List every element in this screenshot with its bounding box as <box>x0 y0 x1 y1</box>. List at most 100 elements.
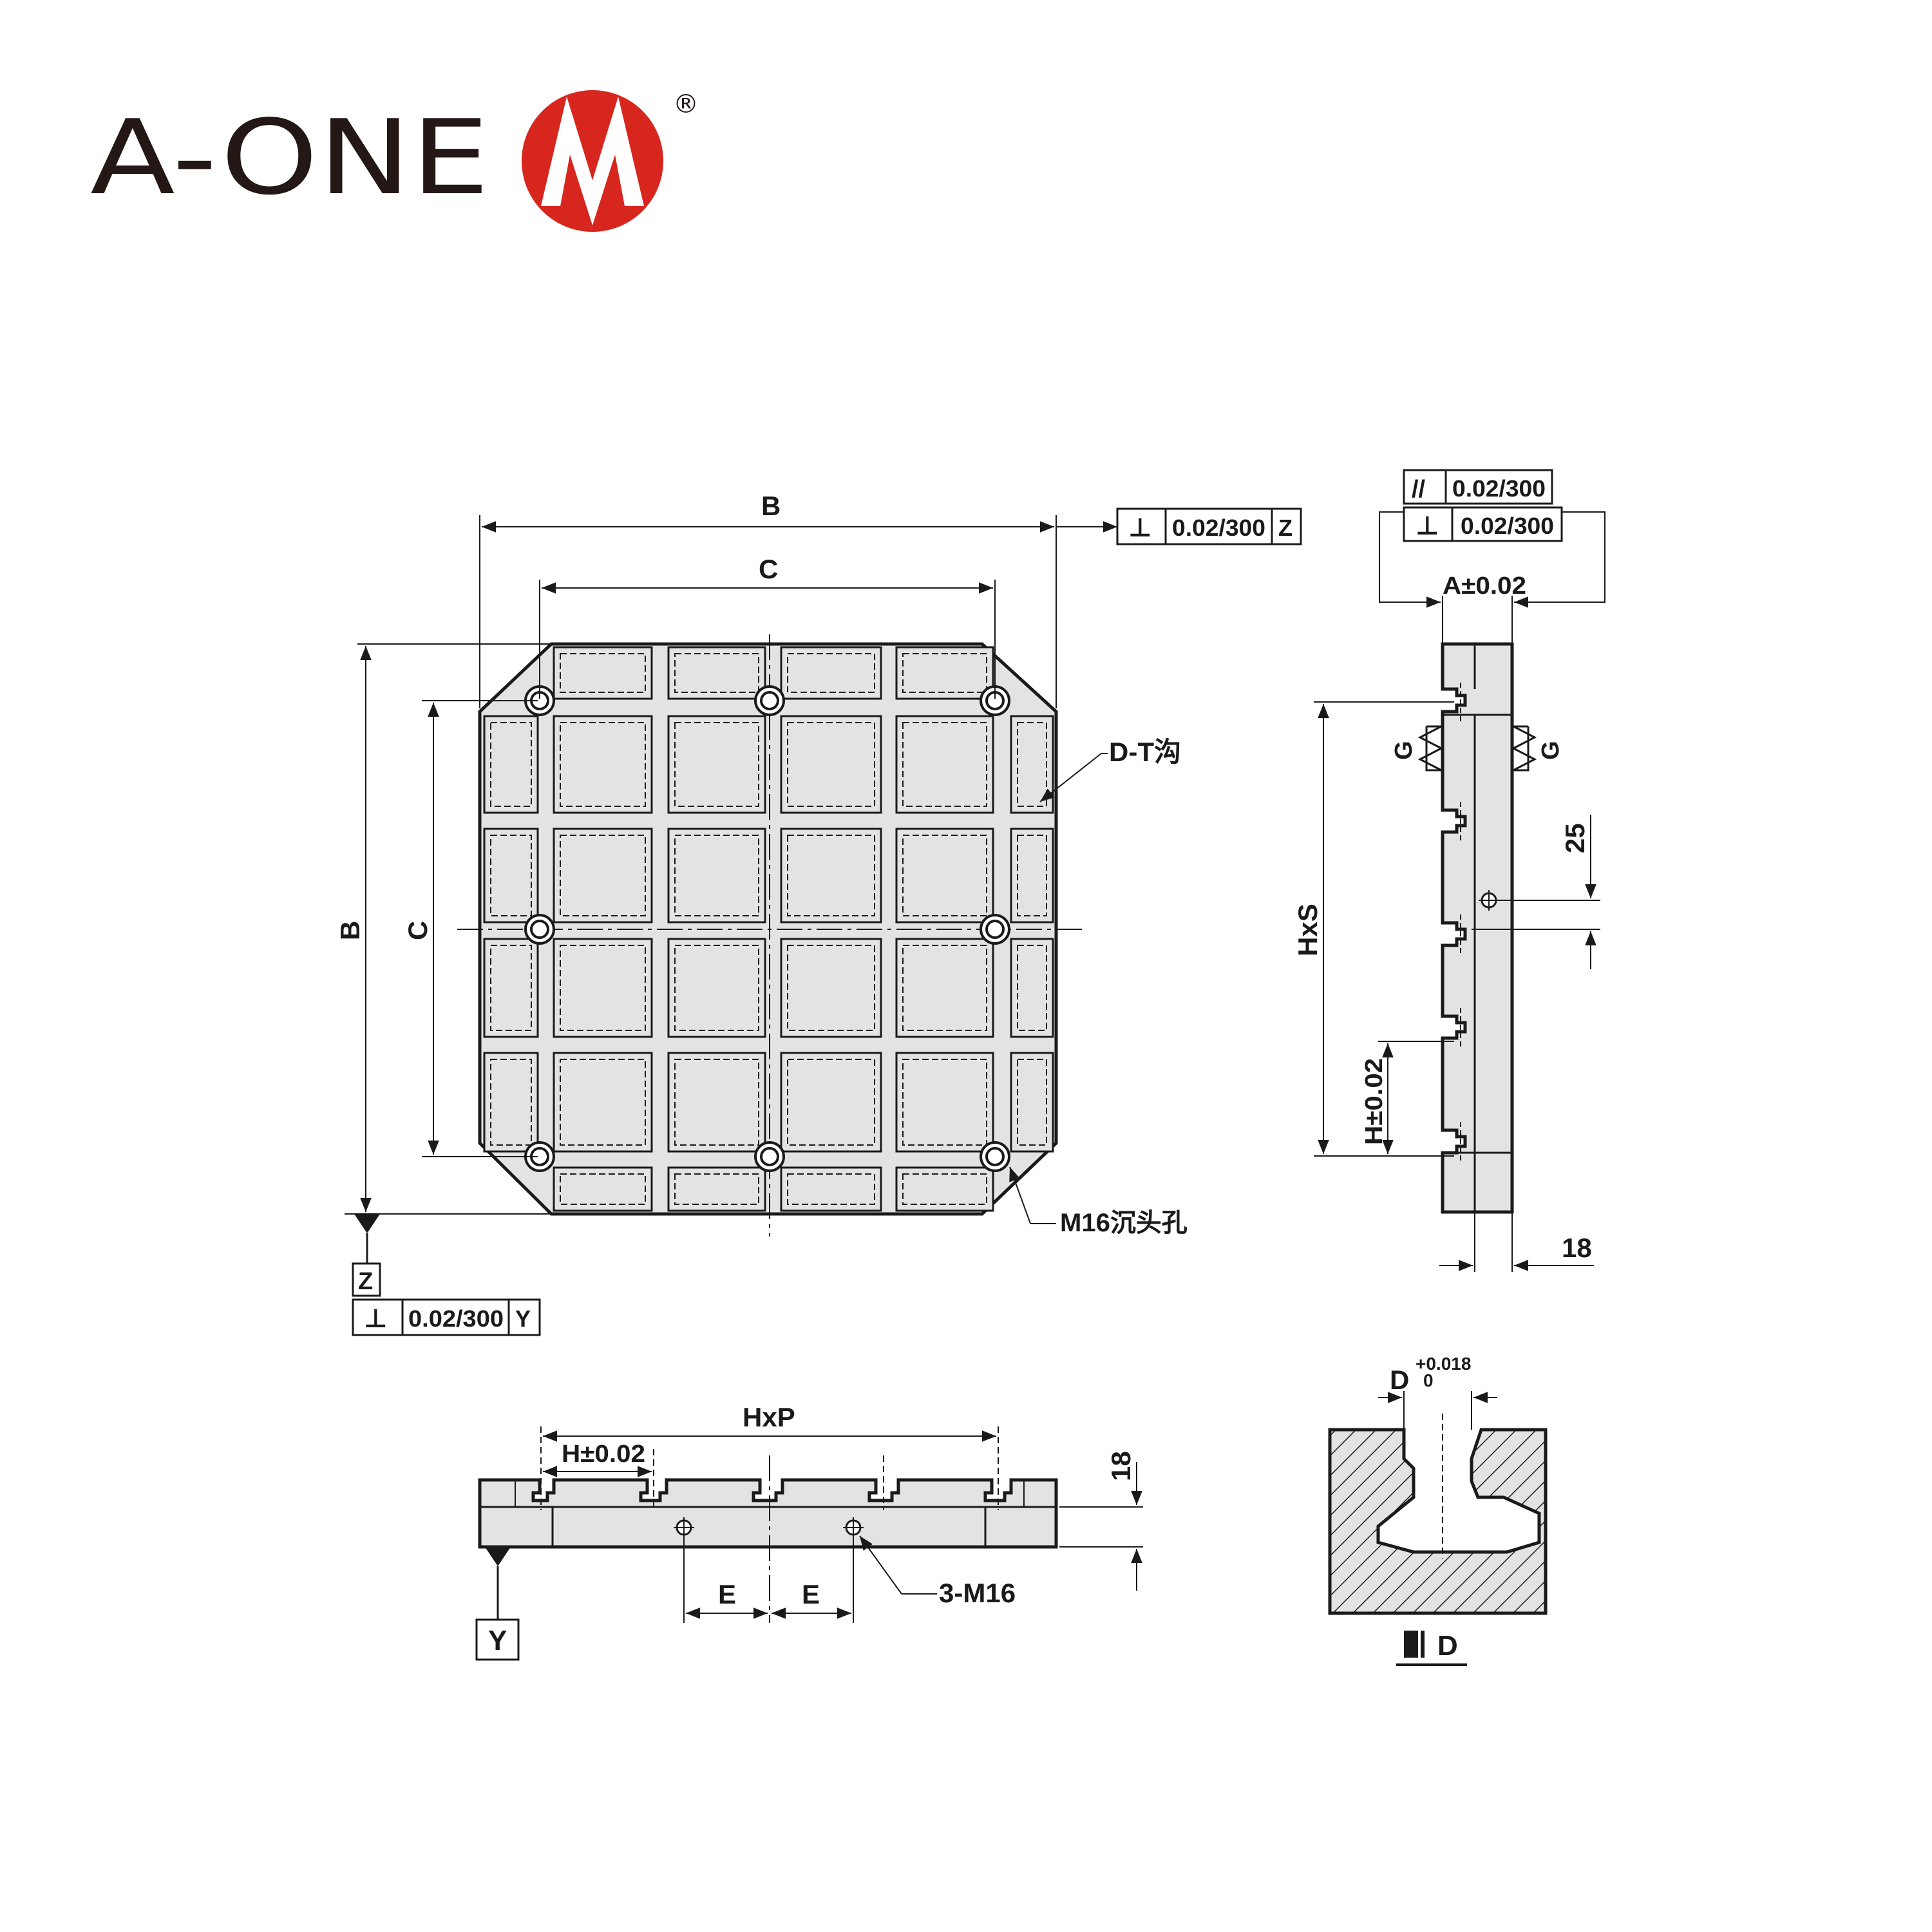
pad <box>667 715 766 814</box>
counterbore-hole-icon <box>985 920 1005 939</box>
tol-top-symbol: ⊥ <box>1128 514 1152 542</box>
pad <box>483 828 539 923</box>
pad-hidden-edge <box>560 722 646 807</box>
counterbore-hole-icon <box>980 1141 1010 1172</box>
pad-hidden-edge <box>674 722 759 807</box>
dim-b-left-label: B <box>335 921 365 940</box>
counterbore-hole-icon <box>980 914 1010 945</box>
pad <box>667 646 766 700</box>
pad <box>895 646 994 700</box>
brand-name: A-ONE <box>90 97 489 218</box>
pad-hidden-edge <box>560 945 646 1031</box>
tolerance-frame-perp: ⊥ 0.02/300 <box>1403 506 1563 542</box>
pad-hidden-edge <box>1017 722 1047 807</box>
pad <box>553 646 653 700</box>
dim-a-label: A±0.02 <box>1443 573 1526 600</box>
pad-hidden-edge <box>490 945 532 1031</box>
pad-hidden-edge <box>787 835 875 916</box>
bottom-body <box>478 1478 1058 1549</box>
counterbore-hole-icon <box>754 1141 785 1172</box>
g-left-label: G <box>1390 741 1417 760</box>
counterbore-hole-icon <box>524 914 555 945</box>
tolerance-frame-parallel: // 0.02/300 <box>1403 469 1553 505</box>
pad <box>667 938 766 1038</box>
tolerance-frame-top: ⊥ 0.02/300 Z <box>1116 507 1302 545</box>
pad-hidden-edge <box>674 945 759 1031</box>
ground-symbol-right-icon <box>1513 725 1537 772</box>
tol-bottom-symbol: ⊥ <box>364 1305 388 1333</box>
pad <box>895 828 994 923</box>
registered-mark: ® <box>673 90 699 119</box>
pad-hidden-edge <box>902 835 987 916</box>
pad-grid <box>483 646 1054 1212</box>
counterbore-hole-icon <box>754 685 785 716</box>
pad <box>667 828 766 923</box>
pad-hidden-edge <box>787 1173 875 1205</box>
tol-parallel-symbol: // <box>1412 476 1426 503</box>
pad-hidden-edge <box>902 1059 987 1146</box>
pad <box>895 938 994 1038</box>
dim-25-label: 25 <box>1560 823 1590 853</box>
bottom-view: HxP H±0.02 18 E E 3-M16 Y <box>475 1402 1143 1661</box>
pad-hidden-edge <box>560 1059 646 1146</box>
pad <box>780 646 882 700</box>
datum-y-label: Y <box>488 1625 507 1656</box>
pad-hidden-edge <box>787 1059 875 1146</box>
pad-hidden-edge <box>490 722 532 807</box>
pad-hidden-edge <box>560 1173 646 1205</box>
pad-hidden-edge <box>560 835 646 916</box>
tol-bottom-datum: Y <box>515 1305 531 1332</box>
brand-emblem-m <box>541 97 644 225</box>
pad <box>780 1166 882 1212</box>
pad-hidden-edge <box>674 653 759 693</box>
pad-hidden-edge <box>902 722 987 807</box>
counterbore-hole-icon <box>530 920 549 939</box>
dim-e-1-label: E <box>718 1579 736 1609</box>
pad <box>483 938 539 1038</box>
counterbore-holes <box>524 685 1010 1172</box>
side-view: G G // 0.02/300 ⊥ 0.02/300 A±0.02 HxS <box>1293 469 1605 1272</box>
slot-callout: D-T沟 <box>1109 737 1181 767</box>
dim-e-2-label: E <box>802 1579 820 1609</box>
pad <box>667 1052 766 1153</box>
pad <box>553 938 653 1038</box>
pad <box>553 1052 653 1153</box>
pad <box>780 715 882 814</box>
pad <box>667 1166 766 1212</box>
datum-z-triangle <box>354 1214 380 1233</box>
dim-h-bottom-label: H±0.02 <box>562 1441 645 1468</box>
counterbore-hole-icon <box>760 1147 779 1166</box>
front-view: B C ⊥ 0.02/300 Z B C Z <box>335 491 1302 1336</box>
ground-symbol-left-icon <box>1417 725 1442 772</box>
tolerance-frame-bottom: ⊥ 0.02/300 Y <box>352 1298 541 1336</box>
pad-hidden-edge <box>490 1059 532 1146</box>
pad-hidden-edge <box>674 1173 759 1205</box>
pad <box>780 828 882 923</box>
hole-callout: M16沉头孔 <box>1060 1209 1188 1237</box>
pad-hidden-edge <box>674 835 759 916</box>
pad <box>483 715 539 814</box>
pad-hidden-edge <box>902 653 987 693</box>
datum-z-label: Z <box>358 1268 373 1295</box>
dim-18-bottom-label: 18 <box>1106 1451 1136 1481</box>
pad-hidden-edge <box>560 653 646 693</box>
g-right-label: G <box>1537 741 1564 760</box>
datum-y-triangle <box>485 1547 511 1566</box>
section-tol-lower: 0 <box>1423 1370 1434 1390</box>
pad <box>483 1052 539 1153</box>
section-label: D <box>1437 1630 1458 1662</box>
pad <box>780 938 882 1038</box>
pad <box>553 715 653 814</box>
pad <box>895 715 994 814</box>
pad <box>553 1166 653 1212</box>
counterbore-hole-icon <box>985 1147 1005 1166</box>
section-dim-d: D <box>1390 1365 1409 1395</box>
tol-bottom-value: 0.02/300 <box>408 1305 504 1332</box>
section-body <box>1328 1428 1548 1615</box>
tol-top-datum: Z <box>1278 515 1293 541</box>
pad-hidden-edge <box>1017 835 1047 916</box>
dim-18-side-label: 18 <box>1562 1233 1592 1263</box>
side-body <box>1441 642 1514 1214</box>
tol-perp-value: 0.02/300 <box>1461 513 1554 539</box>
